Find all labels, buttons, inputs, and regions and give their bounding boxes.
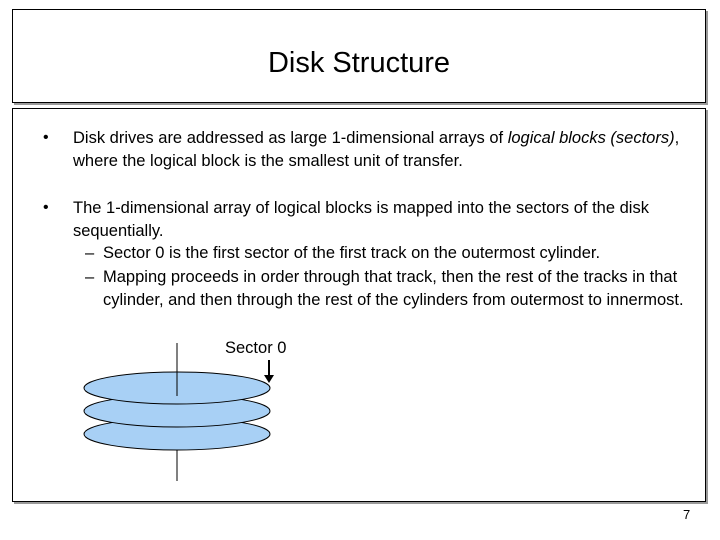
subbullet-marker: – bbox=[85, 244, 95, 262]
bullet-marker: • bbox=[43, 129, 49, 146]
bullet-1-text-part-3: , where the logical block is the smalles… bbox=[73, 129, 680, 170]
bullet-2-text: The 1-dimensional array of logical block… bbox=[73, 199, 649, 240]
sector-0-label: Sector 0 bbox=[225, 339, 287, 357]
subbullet-2-text: Mapping proceeds in order through that t… bbox=[103, 268, 684, 309]
bullet-1-text: Disk drives are addressed as large 1-dim… bbox=[73, 127, 703, 172]
slide-title: Disk Structure bbox=[267, 47, 451, 79]
content-box: • Disk drives are addressed as large 1-d… bbox=[12, 108, 706, 502]
subbullet-marker: – bbox=[85, 268, 95, 286]
bullet-marker: • bbox=[43, 199, 49, 216]
title-box: Disk Structure bbox=[12, 9, 706, 103]
sector-arrow-head bbox=[264, 375, 274, 383]
page-number: 7 bbox=[683, 507, 691, 522]
subbullet-1-text: Sector 0 is the first sector of the firs… bbox=[103, 244, 601, 262]
bullet-1-text-part-1: Disk drives are addressed as large 1-dim… bbox=[73, 129, 508, 147]
bullet-1-text-part-italic: logical blocks (sectors) bbox=[507, 129, 675, 147]
